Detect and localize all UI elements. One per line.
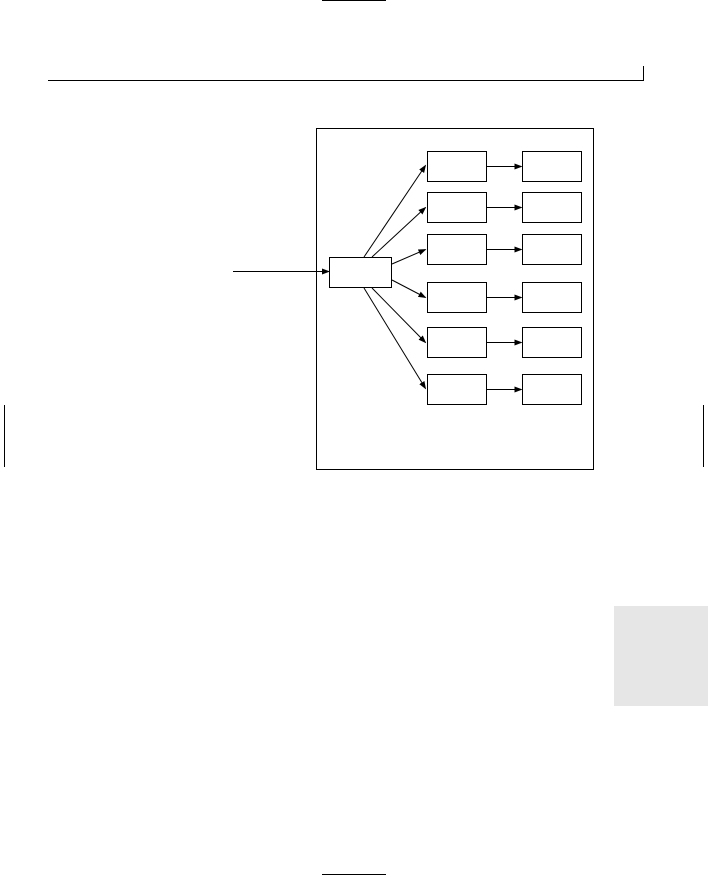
hub-box xyxy=(329,257,392,288)
fanout-arrow-6 xyxy=(363,287,427,390)
diagram-frame xyxy=(316,128,594,470)
output-box-2 xyxy=(522,192,582,223)
section-thumb-tab xyxy=(614,606,708,706)
fanout-arrow-5 xyxy=(371,287,427,344)
output-box-6 xyxy=(522,374,582,405)
fanout-arrow-3 xyxy=(391,249,427,265)
output-box-5 xyxy=(522,327,582,358)
crop-mark-right xyxy=(703,405,704,467)
process-box-1 xyxy=(427,151,487,182)
header-rule xyxy=(48,80,644,81)
process-box-3 xyxy=(427,234,487,265)
output-box-3 xyxy=(522,234,582,265)
process-box-2 xyxy=(427,192,487,223)
crop-mark-bottom xyxy=(322,874,386,875)
header-rule-end-tick xyxy=(643,66,644,80)
output-box-4 xyxy=(522,282,582,313)
crop-mark-top xyxy=(322,0,386,1)
fanout-arrow-2 xyxy=(371,206,427,258)
fanout-arrow-1 xyxy=(363,164,427,258)
process-box-4 xyxy=(427,282,487,313)
process-box-5 xyxy=(427,327,487,358)
output-box-1 xyxy=(522,151,582,182)
process-box-6 xyxy=(427,374,487,405)
crop-mark-left xyxy=(4,405,5,467)
fanout-arrow-4 xyxy=(391,279,427,298)
